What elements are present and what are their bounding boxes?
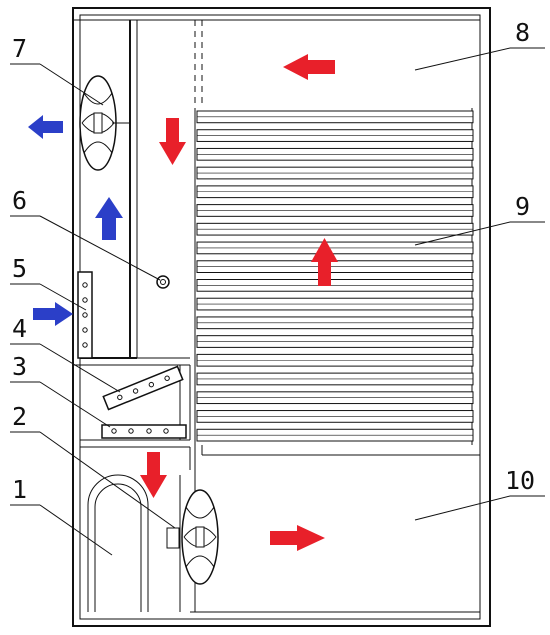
lower-chamber: [80, 445, 480, 613]
circulation-fan: [166, 489, 219, 585]
sensor: [156, 275, 170, 289]
cold-air-arrow-up: [95, 197, 123, 240]
label-4: 4: [12, 314, 27, 343]
upper-partition: [194, 20, 203, 105]
callout-labels: 7 6 5 4 3 2 1 8 9 10: [12, 18, 535, 504]
label-1: 1: [12, 475, 27, 504]
hot-air-arrow-left: [283, 54, 335, 80]
label-6: 6: [12, 186, 27, 215]
left-air-duct: [73, 20, 190, 366]
label-10: 10: [505, 466, 535, 495]
cabinet-outline: [72, 7, 491, 627]
heater: [87, 474, 149, 612]
hot-air-arrow-right: [270, 525, 325, 551]
leader-lines: [10, 47, 545, 556]
label-3: 3: [12, 352, 27, 381]
label-9: 9: [515, 192, 530, 221]
exhaust-fan: [79, 75, 130, 171]
hot-air-arrow-up: [311, 238, 338, 286]
label-8: 8: [515, 18, 530, 47]
label-7: 7: [12, 34, 27, 63]
air-inlet-plate: [77, 271, 93, 359]
label-5: 5: [12, 254, 27, 283]
heat-exchanger-unit: [80, 365, 191, 441]
cold-air-arrow-out: [28, 115, 63, 139]
label-2: 2: [12, 402, 27, 431]
tray-rack: [194, 108, 474, 445]
trays: [196, 110, 474, 442]
hot-air-arrow-down-lower: [140, 452, 167, 498]
airflow-arrows: [28, 54, 338, 551]
cold-air-arrow-in: [33, 302, 73, 326]
hot-air-arrow-down: [159, 118, 186, 165]
